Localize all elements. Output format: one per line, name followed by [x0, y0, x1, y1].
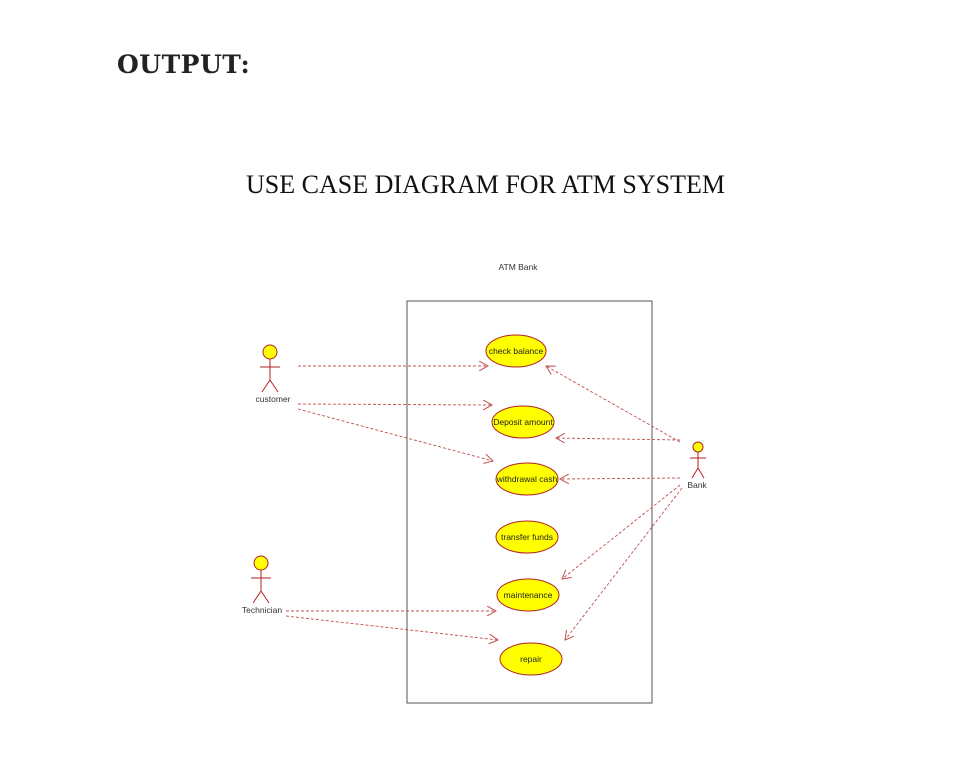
association-customer-deposit [297, 404, 492, 405]
use-case-maintenance-label: maintenance [504, 590, 553, 600]
actor-technician-body [251, 570, 271, 604]
use-case-check-balance: check balance [485, 334, 547, 368]
actor-customer-body [260, 359, 280, 393]
actor-customer-head [262, 344, 278, 360]
association-bank-withdrawal [560, 478, 681, 479]
use-case-deposit-amount: Deposit amount [491, 405, 555, 439]
use-case-transfer-funds: transfer funds [495, 520, 559, 554]
diagram-title: USE CASE DIAGRAM FOR ATM SYSTEM [246, 170, 725, 199]
output-heading: OUTPUT: [117, 50, 251, 79]
association-bank-check-balance [546, 366, 681, 443]
association-bank-deposit [556, 438, 681, 440]
actor-bank-body [690, 452, 706, 479]
system-boundary [406, 300, 653, 704]
actor-customer: customer [256, 344, 291, 404]
system-name: ATM Bank [498, 262, 538, 272]
use-case-deposit-amount-label: Deposit amount [493, 417, 553, 427]
actor-customer-label: customer [256, 394, 291, 404]
use-case-transfer-funds-label: transfer funds [501, 532, 553, 542]
use-case-repair: repair [499, 642, 563, 676]
use-case-maintenance: maintenance [496, 578, 560, 612]
use-case-withdrawal-cash-label: withdrawal cash [496, 474, 558, 484]
actor-bank: Bank [687, 441, 707, 490]
association-technician-repair [285, 615, 498, 640]
actor-technician-head [253, 555, 269, 571]
use-case-repair-label: repair [520, 654, 542, 664]
association-bank-repair [565, 487, 683, 640]
actor-technician: Technician [242, 555, 282, 615]
use-case-check-balance-label: check balance [489, 346, 544, 356]
use-case-withdrawal-cash: withdrawal cash [495, 462, 559, 496]
actor-technician-label: Technician [242, 605, 282, 615]
actor-bank-label: Bank [687, 480, 707, 490]
association-customer-withdrawal [297, 408, 493, 461]
actor-bank-head [692, 441, 704, 453]
association-bank-maintenance [562, 484, 681, 579]
